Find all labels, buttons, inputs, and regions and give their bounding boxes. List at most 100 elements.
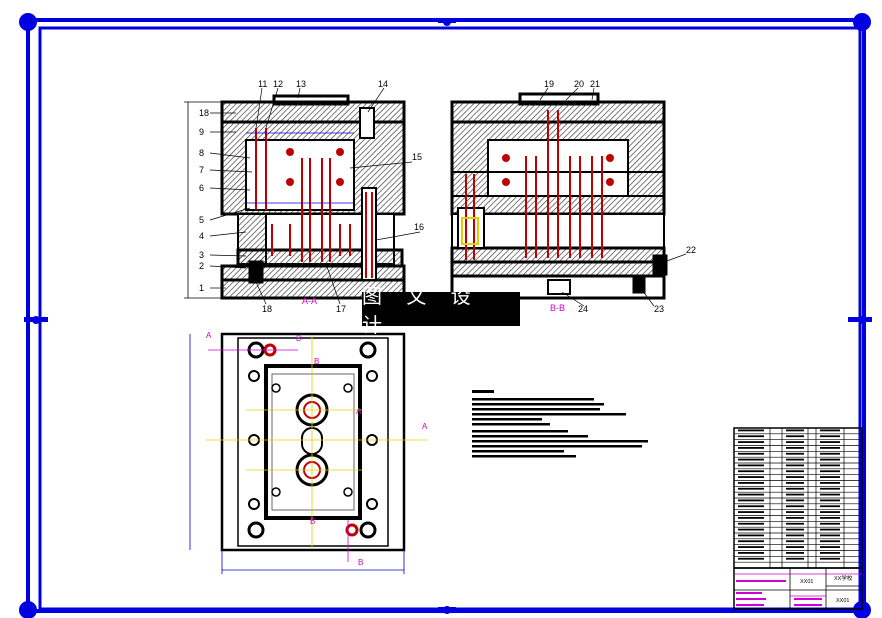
parts-list-cell-text — [820, 528, 840, 531]
parts-list-cell-text — [738, 447, 764, 449]
parts-list-cell-text — [738, 546, 764, 548]
callout-7: 7 — [199, 165, 204, 175]
callout-9: 9 — [199, 127, 204, 137]
parts-list-cell-text — [786, 447, 804, 449]
parts-list-cell-text — [786, 552, 804, 554]
parts-list-cell-text — [738, 540, 764, 543]
callout-14: 14 — [378, 79, 388, 89]
callout-16: 16 — [414, 222, 424, 232]
parts-list-cell-text — [786, 511, 804, 513]
callout-17: 17 — [336, 304, 346, 314]
parts-list-cell-text — [820, 546, 840, 548]
callout-24: 24 — [578, 304, 588, 314]
side-leaders — [539, 87, 687, 307]
svg-text:A: A — [206, 331, 212, 340]
parts-list-cell-text — [786, 470, 804, 473]
callout-19: 19 — [544, 79, 554, 89]
parts-list-cell-text — [786, 505, 804, 508]
callout-4: 4 — [199, 231, 204, 241]
callout-23: 23 — [654, 304, 664, 314]
front-dimension-lines — [184, 101, 354, 299]
parts-list-cell-text — [738, 493, 764, 496]
plan-center-lines — [189, 334, 428, 574]
callout-21: 21 — [590, 79, 600, 89]
parts-list-cell-text — [786, 499, 804, 502]
parts-list-cell-text — [786, 540, 804, 543]
parts-list-cell-text — [738, 429, 764, 432]
svg-text:B: B — [310, 517, 315, 526]
front-callouts-left: 18 9 8 7 6 5 4 3 2 1 — [199, 108, 209, 293]
parts-list-cell-text — [738, 435, 764, 438]
parts-list-cell-text — [738, 476, 764, 478]
company-name: XX学校 — [834, 574, 853, 582]
parts-list-cell-text — [820, 552, 840, 554]
parts-list-cell-text — [786, 493, 804, 496]
front-section-view — [220, 94, 406, 300]
frame-corner-markers — [19, 13, 872, 618]
side-ejector-yellow — [461, 217, 479, 245]
parts-list-cell-text — [738, 552, 764, 554]
section-label-aa: A-A — [302, 296, 317, 306]
section-label-bb: B-B — [550, 303, 565, 313]
front-bolts — [286, 148, 344, 186]
drawing-name: XX01 — [836, 598, 849, 604]
parts-list-cell-text — [738, 557, 764, 560]
parts-list-cell-text — [786, 435, 804, 438]
plan-screws — [247, 341, 378, 539]
parts-list-cell-text — [820, 511, 840, 513]
parts-list-cell-text — [820, 540, 840, 543]
side-bolts — [502, 154, 614, 186]
parts-list-cell-text — [820, 458, 840, 461]
parts-list-cell-text — [738, 528, 764, 531]
svg-text:B: B — [314, 357, 319, 366]
parts-list-cell-text — [738, 452, 764, 455]
parts-list-cell-text — [820, 435, 840, 438]
parts-list-cell-text — [738, 464, 764, 467]
parts-list-cell-text — [738, 511, 764, 513]
parts-list-cell-text — [786, 441, 804, 443]
svg-text:B: B — [296, 334, 301, 343]
parts-list-cell-text — [820, 482, 840, 484]
callout-22: 22 — [686, 245, 696, 255]
plan-section-markers: A B B A A B B — [206, 331, 428, 567]
parts-list-cell-text — [738, 470, 764, 473]
side-callouts: 19 20 21 22 24 23 — [544, 79, 696, 314]
parts-list-cell-text — [820, 452, 840, 455]
parts-list-cell-text — [786, 522, 804, 525]
callout-13: 13 — [296, 79, 306, 89]
parts-list-cell-text — [738, 517, 764, 519]
parts-list-cell-text — [738, 487, 764, 490]
title-block — [733, 567, 863, 610]
parts-list-cell-text — [820, 487, 840, 490]
callout-2: 2 — [199, 261, 204, 271]
parts-list-cell-text — [786, 452, 804, 455]
front-leaders — [209, 87, 421, 305]
parts-list-cell-text — [738, 522, 764, 525]
parts-list-cell-text — [786, 487, 804, 490]
parts-list-cell-text — [738, 534, 764, 537]
parts-list-cell-text — [738, 505, 764, 508]
parts-list-cell-text — [786, 517, 804, 519]
parts-list-cell-text — [786, 482, 804, 484]
callout-6: 6 — [199, 183, 204, 193]
front-cores — [255, 128, 373, 278]
parts-list-cell-text — [786, 534, 804, 537]
parts-list-cell-text — [820, 470, 840, 473]
technical-notes — [472, 390, 648, 458]
part-name: XX01 — [800, 579, 813, 585]
parts-list-cell-text — [820, 499, 840, 502]
title-block-magenta-text — [736, 580, 822, 606]
parts-list-cell-text — [820, 441, 840, 443]
parts-list-cell-text — [786, 429, 804, 432]
parts-list-cell-text — [738, 499, 764, 502]
callout-3: 3 — [199, 250, 204, 260]
parts-list-cell-text — [786, 557, 804, 560]
parts-list-cell-text — [820, 429, 840, 432]
parts-list-cell-text — [786, 546, 804, 548]
parts-list-cell-text — [820, 493, 840, 496]
watermark-label: 图 文 设 计 — [362, 284, 520, 337]
parts-list-cell-text — [786, 476, 804, 478]
side-cores — [465, 110, 603, 260]
svg-text:B: B — [358, 558, 363, 567]
